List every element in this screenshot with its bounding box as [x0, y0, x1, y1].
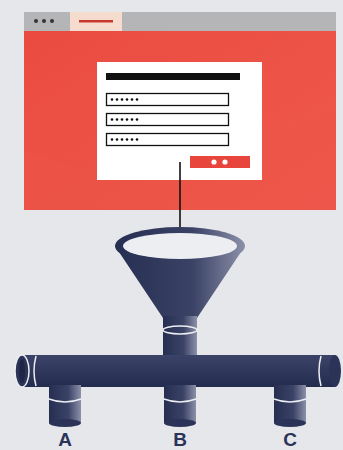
password-dot — [111, 118, 114, 121]
password-dot — [116, 138, 119, 141]
outlet-label: C — [283, 430, 297, 449]
password-dot — [131, 98, 134, 101]
pipe-outlet — [274, 385, 306, 427]
password-dot — [126, 98, 129, 101]
password-dot — [111, 98, 114, 101]
password-dot — [121, 118, 124, 121]
password-dot — [116, 98, 119, 101]
password-dot — [136, 138, 139, 141]
password-dot — [121, 138, 124, 141]
funnel — [115, 227, 245, 356]
password-dot — [111, 138, 114, 141]
password-dot — [131, 118, 134, 121]
password-dot — [121, 98, 124, 101]
outlet-label: A — [58, 430, 72, 449]
pipe-outlet — [164, 385, 196, 427]
pipe-outlet — [49, 385, 81, 427]
password-dot — [136, 118, 139, 121]
password-dot — [116, 118, 119, 121]
password-dot — [126, 138, 129, 141]
pipe — [15, 355, 341, 427]
password-dot — [131, 138, 134, 141]
password-dot — [126, 118, 129, 121]
outlet-label: B — [173, 430, 187, 449]
password-dot — [136, 98, 139, 101]
